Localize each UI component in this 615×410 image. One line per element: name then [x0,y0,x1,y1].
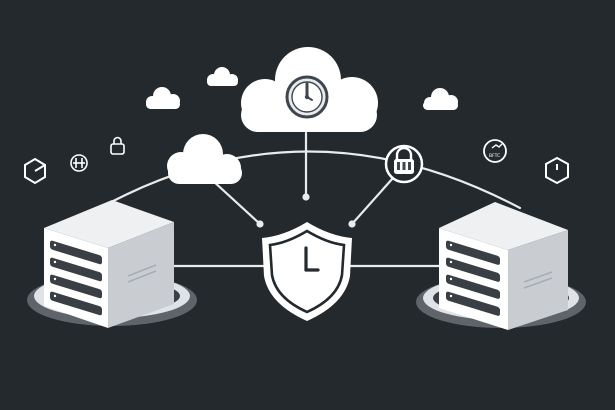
clock-icon [285,75,329,119]
connector-dots [256,193,356,228]
decor-cloud-1 [207,67,238,86]
lock-tag-icon [110,136,125,155]
connector-dot [302,193,310,201]
connector-left-cloud-to-shield [210,178,262,226]
server-left-node [27,200,197,328]
clock-icon [304,246,320,272]
chart-badge-icon: BFTC [483,139,507,163]
connector-badge-to-shield [350,176,395,226]
server-right-node [416,202,586,330]
decor-cloud-2 [146,87,180,109]
connector-dot [348,220,356,228]
connectors [98,131,522,268]
badge-text: BFTC [489,153,500,159]
server-bays [446,240,500,316]
cloud-left-node [167,134,242,184]
padlock-icon [394,146,414,174]
shield-clock-node [262,222,352,321]
hexagon-icon [24,157,46,185]
connector-dot [256,220,264,228]
decor-cloud-3 [423,88,458,110]
server-bays [50,240,102,316]
lock-badge-node [384,144,424,184]
arc-connector [98,150,522,210]
hexagon-outline-icon [545,156,569,185]
cloud-clock-node [241,47,378,132]
server-leds [449,243,453,298]
network-node-icon [70,154,88,172]
server-leds [53,243,57,298]
